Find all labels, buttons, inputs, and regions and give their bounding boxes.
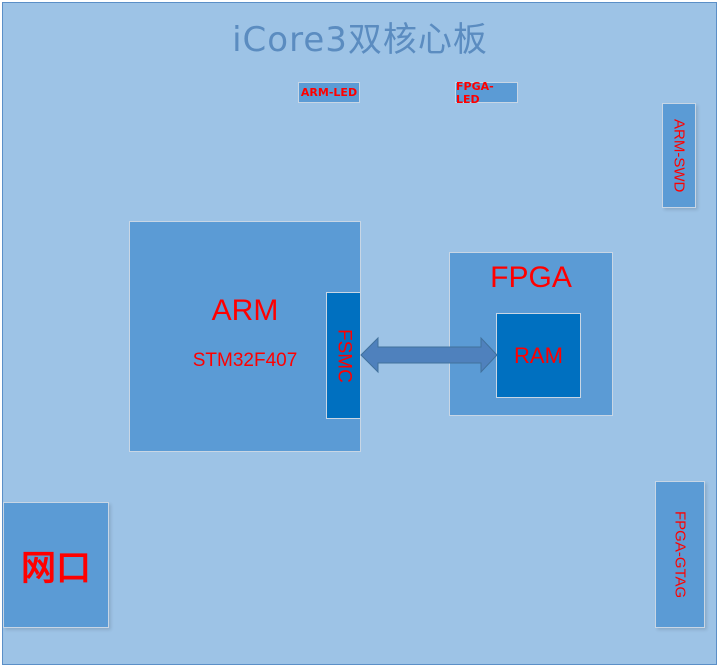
ethernet-block: 网口 <box>3 502 109 628</box>
ram-block: RAM <box>496 313 581 398</box>
ethernet-label: 网口 <box>20 548 91 589</box>
diagram-title: iCore3双核心板 <box>232 20 488 60</box>
ram-label: RAM <box>514 342 563 368</box>
arm-chip-label: STM32F407 <box>192 350 298 371</box>
fpga-label: FPGA <box>490 261 572 294</box>
arm-led-label: ARM-LED <box>300 86 358 99</box>
fsmc-label: FSMC <box>333 328 355 383</box>
fsmc-block: FSMC <box>326 292 361 419</box>
arm-label: ARM <box>211 294 279 327</box>
fpga-jtag-block: FPGA-GTAG <box>655 481 705 628</box>
arm-block: ARM STM32F407 <box>129 221 361 452</box>
arm-swd-block: ARM-SWD <box>662 103 696 208</box>
fpga-led-block: FPGA-LED <box>455 79 518 106</box>
arm-swd-label: ARM-SWD <box>670 118 688 193</box>
fpga-jtag-label: FPGA-GTAG <box>671 510 689 599</box>
arm-led-block: ARM-LED <box>298 82 360 103</box>
fpga-led-label: FPGA-LED <box>456 79 494 106</box>
